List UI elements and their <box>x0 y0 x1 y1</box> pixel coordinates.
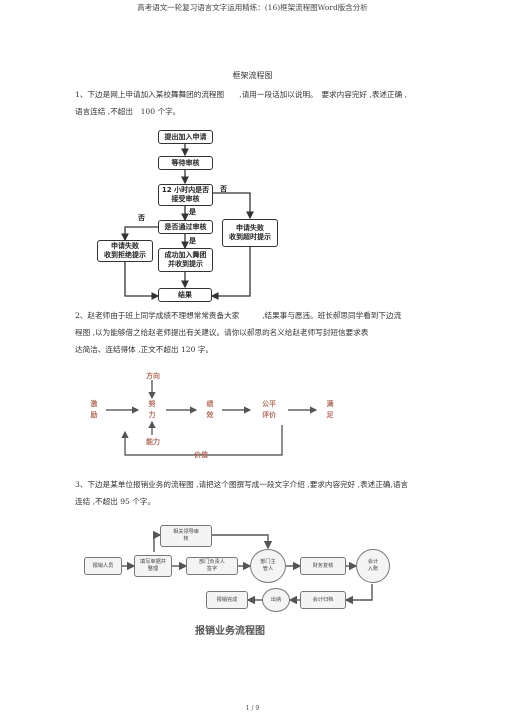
q2-prompt: 2、赵老师由于班上同学成绩不理想常常责备大家 ,结果事与愿违。班长郝思同学看到下… <box>75 307 490 358</box>
flow-accounting-entry: 会计 入账 <box>356 549 390 583</box>
flow-label-yes-2: 是 <box>189 237 196 245</box>
flow-dept-head-sign: 部门负责人 签字 <box>186 557 238 575</box>
flow-dept-manager: 部门主 管人 <box>250 549 286 583</box>
q1-prompt: 1、下边是网上申请加入某校舞舞团的流程图 ,请用一段话加以说明。 要求内容完好 … <box>75 86 485 120</box>
flow-effort: 努 力 <box>148 399 156 419</box>
flow-cashier: 出纳 <box>262 588 290 612</box>
flow-satisfaction: 满 足 <box>326 399 334 419</box>
q3-prompt: 3、下边是某单位报销业务的流程图 ,请把这个图撰写成一段文字介绍 ,要求内容完好… <box>75 476 490 510</box>
flow-ability: 能力 <box>146 437 160 446</box>
q1-line-2: 语言连结 ,不超出 100 个字。 <box>75 107 181 116</box>
q1-line-1: 1、下边是网上申请加入某校舞舞团的流程图 ,请用一段话加以说明。 要求内容完好 … <box>75 90 408 99</box>
page-heading: 框架流程图 <box>232 71 273 80</box>
page-number: 1 / 9 <box>245 705 260 712</box>
flow-motivation: 激 励 <box>90 399 98 419</box>
flow-accounting-archive: 会计归档 <box>300 591 346 609</box>
flow-reimbursement-done: 报销完成 <box>206 591 248 609</box>
flow-label-yes-1: 是 <box>189 208 196 216</box>
flow-fail-rejected: 申请失败 收到拒绝提示 <box>97 240 153 262</box>
q2-line-1: 2、赵老师由于班上同学成绩不理想常常责备大家 ,结果事与愿违。班长郝思同学看到下… <box>75 311 402 320</box>
q3-line-2: 连结 ,不超出 95 个字。 <box>75 497 156 506</box>
flow-performance: 绩 效 <box>206 399 214 419</box>
q2-line-2: 程图 ,以为能够借之给赵老师提出有关建议。请你以郝思的名义给赵老师写封短信要求表 <box>75 328 369 337</box>
document-title: 高考语文一轮复习语言文字运用精练：(16)框架流程图Word版含分析 <box>137 3 368 12</box>
q2-line-3: 达简洁、连结得体 ,正文不超出 120 字。 <box>75 345 214 354</box>
flow-direction: 方向 <box>146 371 160 380</box>
flow-wait-review: 等待审核 <box>158 156 213 170</box>
flow-applicant: 报销人员 <box>84 557 122 575</box>
flow-leader-review: 相关领导审 核 <box>160 525 212 547</box>
flow-passed-review: 是否通过审核 <box>158 220 213 234</box>
flow-fill-documents: 填写单据并 整理 <box>134 555 172 577</box>
flow-label-no-1: 否 <box>220 185 227 193</box>
flow-finance-check: 财务复核 <box>300 557 346 575</box>
q3-line-1: 3、下边是某单位报销业务的流程图 ,请把这个图撰写成一段文字介绍 ,要求内容完好… <box>75 480 409 489</box>
flow-fair-evaluation: 公平 评价 <box>262 399 276 419</box>
flow-join-success: 成功加入舞团 并收到提示 <box>158 248 213 272</box>
flow-label-no-2: 否 <box>138 214 145 222</box>
flowchart-caption: 报销业务流程图 <box>195 626 265 637</box>
flow-submit-application: 提出加入申请 <box>158 130 213 144</box>
flow-fail-timeout: 申请失败 收到超时提示 <box>222 219 278 247</box>
flow-12h-review: 12 小时内是否 接受审核 <box>158 184 213 206</box>
flow-value: 价值 <box>194 450 208 459</box>
flow-end: 结果 <box>158 288 212 302</box>
